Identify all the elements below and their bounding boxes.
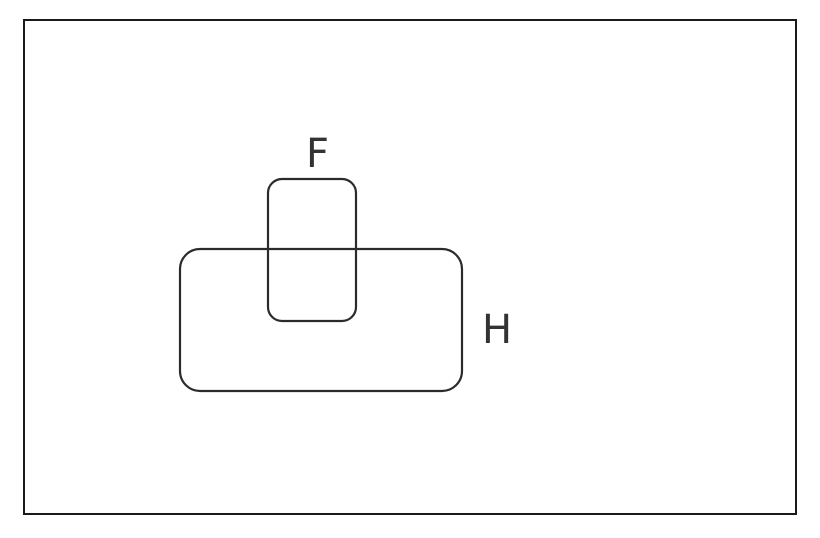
set-f-label: F — [306, 131, 329, 177]
set-h-shape — [178, 247, 464, 393]
set-f-shape — [266, 177, 358, 323]
set-h-label: H — [482, 307, 512, 353]
universe-frame — [23, 19, 797, 515]
